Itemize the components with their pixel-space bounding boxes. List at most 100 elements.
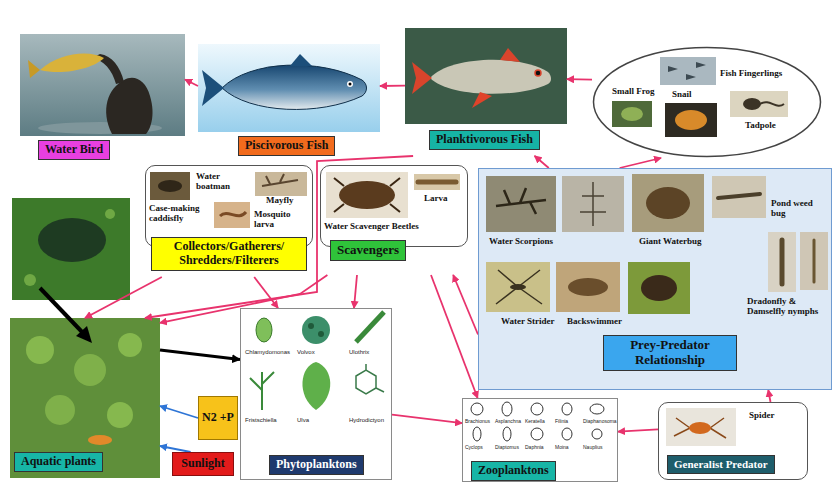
bird-photo [40, 54, 104, 73]
pond-photo [12, 198, 130, 300]
scavenger-photos [326, 172, 460, 218]
food-arrow [354, 275, 357, 308]
species-name: Asplanchna [495, 419, 521, 424]
plants-photo [74, 354, 106, 386]
group-label: Water Bird [38, 140, 110, 160]
zooplankton-figures [592, 429, 602, 439]
spider-photo [666, 408, 736, 446]
food-arrow [392, 415, 462, 424]
planktivorous-fish-photo [472, 92, 492, 108]
prey-photos [621, 107, 643, 121]
planktivorous-fish-photo [535, 70, 541, 76]
photo-caption: Pond weed bug [771, 199, 827, 219]
species-name: Ulva [297, 417, 309, 423]
spider-photo [666, 408, 736, 446]
food-arrow [380, 85, 405, 87]
insect-photos [556, 262, 620, 312]
photo-panel: Aquatic plants [10, 318, 160, 478]
pond-photo [24, 274, 36, 286]
species-name: Daphnia [525, 445, 544, 450]
food-arrow [145, 156, 413, 318]
species-name: Brachionus [465, 419, 490, 424]
phyto-panel: ChlamydomonasVolvoxUlothrixFristschiella… [240, 308, 392, 480]
species-name: Volvox [297, 349, 315, 355]
photo-caption: Mosquito larva [254, 210, 308, 230]
photo-caption: Water boatman [196, 172, 244, 192]
group-box: SpiderGeneralist Predator [658, 402, 808, 480]
photo-caption: Water Scorpions [489, 237, 553, 247]
piscivorous-fish-photo [198, 44, 380, 132]
phytoplankton-figures [250, 372, 274, 410]
photo-caption: Backswimmer [567, 317, 622, 327]
food-arrow [567, 78, 592, 80]
plants-photo [88, 435, 112, 445]
prey-photos [665, 103, 717, 137]
zooplankton-figures [502, 402, 512, 416]
zooplankton-figures [462, 398, 618, 482]
photo-panel: Planktivorous Fish [405, 28, 567, 156]
photo-panel: Piscivorous Fish [198, 44, 380, 164]
planktivorous-fish-photo [405, 28, 567, 124]
collector-photos [150, 172, 190, 200]
sunlight-label: Sunlight [181, 457, 224, 470]
insect-photos [478, 168, 832, 390]
group-box: Water boatmanCase-making caddisflyMayfly… [145, 165, 313, 277]
bird-photo [20, 34, 185, 136]
insect-photos [712, 176, 766, 218]
prey-photos [760, 102, 784, 105]
insect-photos [641, 275, 677, 301]
food-arrow [768, 390, 770, 402]
photo-caption: Dradonfly & Damselfly nymphs [747, 297, 829, 317]
photo-caption: Snail [672, 90, 692, 100]
insect-photos [562, 176, 624, 232]
pond-photo [38, 218, 106, 262]
scavenger-photos [326, 172, 408, 218]
collector-photos [220, 212, 246, 216]
group-label: Phytoplanktons [269, 455, 364, 475]
zoo-panel: BrachionusAsplanchnaKeratellaFiliniaDiap… [462, 398, 618, 482]
phytoplankton-figures [256, 318, 272, 342]
insect-photos [568, 278, 608, 296]
food-arrow [618, 429, 658, 431]
piscivorous-fish-photo [202, 70, 224, 106]
prey-photos [743, 98, 761, 110]
food-arrow [85, 277, 162, 318]
food-arrow [185, 80, 198, 87]
food-arrow [160, 406, 198, 418]
zooplankton-figures [473, 427, 481, 441]
photo-caption: Larva [424, 194, 448, 204]
insect-photos [496, 188, 546, 214]
piscivorous-fish-photo [222, 65, 367, 109]
food-arrow [453, 275, 478, 335]
nutrient-box: N2 +P [198, 396, 238, 440]
group-ellipse: Fish FingerlingsSmall FrogSnailTadpole [592, 46, 822, 158]
plants-photo [107, 402, 133, 428]
collector-photos [158, 180, 182, 192]
group-label: Piscivorous Fish [238, 136, 335, 156]
group-outline [320, 165, 468, 247]
group-label: Planktivorous Fish [429, 130, 540, 150]
insect-photos [718, 194, 760, 198]
group-label: Collectors/Gatherers/ Shredders/Filterer… [151, 237, 307, 271]
scavenger-photos [414, 174, 460, 190]
photo-caption: Tadpole [745, 121, 776, 131]
insect-photos [486, 262, 550, 312]
piscivorous-fish-photo [198, 44, 380, 132]
photo-caption: Small Frog [612, 87, 655, 97]
photo-caption: Water Scavenger Beetles [324, 222, 419, 232]
pointer-arrow [76, 326, 92, 343]
species-name: Filinia [555, 419, 568, 424]
photo-caption: Mayfly [266, 196, 294, 206]
insect-photos [510, 284, 526, 290]
species-name: Diaptomus [495, 445, 519, 450]
scavenger-photos [418, 180, 456, 185]
bird-photo [20, 34, 185, 136]
phytoplankton-figures [356, 364, 384, 394]
prey-photos [675, 110, 707, 130]
photo-caption: Water Strider [501, 317, 555, 327]
insect-photos [646, 187, 690, 219]
group-label: Zooplanktons [471, 461, 556, 481]
species-name: Cyclops [465, 445, 483, 450]
